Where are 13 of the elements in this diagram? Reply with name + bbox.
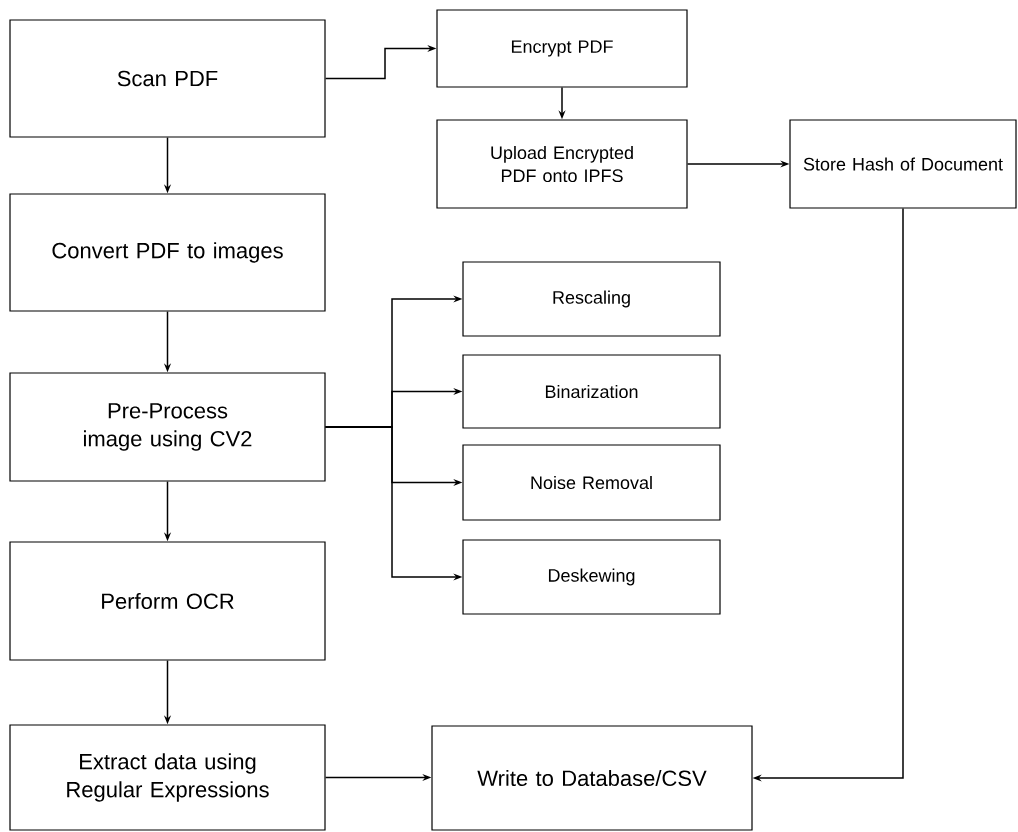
process-box: Pre-Process image using CV2 [9, 372, 326, 482]
process-box: Store Hash of Document [789, 119, 1017, 209]
process-box: Convert PDF to images [9, 193, 326, 312]
process-box: Binarization [462, 354, 721, 429]
process-box: Rescaling [462, 261, 721, 337]
process-box: Deskewing [462, 539, 721, 615]
process-box: Extract data using Regular Expressions [9, 724, 326, 831]
process-box: Noise Removal [462, 444, 721, 521]
process-box: Scan PDF [9, 19, 326, 138]
process-box: Perform OCR [9, 541, 326, 661]
process-box: Write to Database/CSV [431, 725, 753, 831]
process-box: Encrypt PDF [436, 9, 688, 88]
process-box: Upload Encrypted PDF onto IPFS [436, 119, 688, 209]
